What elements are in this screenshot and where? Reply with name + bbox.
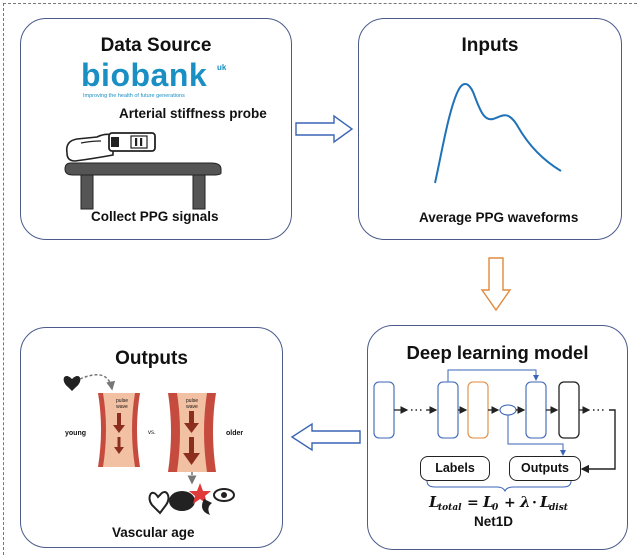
inputs-title: Inputs — [461, 35, 519, 56]
eye-icon — [213, 488, 235, 502]
data-source-panel: Data Source biobank uk Improving the hea… — [20, 18, 292, 240]
network-diagram: L total = L 0 + λ · L dist — [373, 369, 616, 513]
ppg-waveform — [434, 82, 562, 184]
svg-text:dist: dist — [549, 503, 569, 513]
layer-block-4 — [525, 381, 547, 439]
brain-icon — [169, 491, 195, 511]
svg-text:L: L — [482, 493, 494, 511]
svg-text:·: · — [532, 495, 537, 511]
data-source-caption: Collect PPG signals — [91, 209, 219, 224]
heart-to-vessel-arrow — [79, 374, 116, 391]
table-leg-right — [192, 174, 206, 210]
loss-equation: L total = L 0 + λ · L dist — [428, 493, 569, 513]
labels-box: Labels — [420, 456, 490, 481]
outer-dashed-frame — [3, 3, 637, 555]
loss-brace — [426, 480, 572, 493]
skip-connection — [447, 369, 539, 382]
table-top — [64, 162, 222, 176]
layer-block-2 — [437, 381, 459, 439]
outputs-panel: Outputs — [20, 327, 283, 548]
finger-probe-table-illustration — [64, 132, 222, 210]
hand-shape — [65, 133, 114, 162]
arrow-left-to-outputs — [290, 422, 361, 452]
inputs-caption: Average PPG waveforms — [419, 210, 579, 225]
svg-text:L: L — [428, 493, 440, 511]
probe-label: Arterial stiffness probe — [119, 106, 267, 121]
svg-text:0: 0 — [492, 503, 499, 513]
table-leg-left — [80, 174, 94, 210]
model-panel: Deep learning model — [367, 325, 628, 550]
svg-text:total: total — [438, 503, 462, 513]
young-label: young — [65, 430, 86, 437]
heart-icon — [63, 376, 81, 391]
model-name: Net1D — [474, 514, 514, 529]
layer-block-1 — [373, 381, 395, 439]
svg-text:=: = — [467, 495, 479, 511]
svg-text:λ: λ — [519, 493, 531, 511]
svg-text:L: L — [539, 493, 551, 511]
organ-icons — [148, 483, 235, 515]
arrow-right-to-inputs — [295, 114, 354, 144]
svg-text:+: + — [504, 495, 516, 511]
inputs-panel: Inputs Average PPG waveforms — [358, 18, 622, 240]
sum-node — [499, 404, 517, 416]
biobank-logo-text: biobank — [81, 57, 208, 93]
biobank-logo-tagline: Improving the health of future generatio… — [83, 93, 185, 99]
layer-block-5 — [558, 381, 580, 439]
model-title: Deep learning model — [406, 342, 589, 363]
kidney-icon — [202, 499, 212, 515]
final-connection — [580, 409, 616, 474]
pulse-wave-older-label: pulse wave — [186, 398, 198, 410]
heart-organ-icon — [148, 491, 170, 515]
output-branch — [507, 415, 566, 456]
outputs-box: Outputs — [509, 456, 581, 481]
biobank-logo: biobank uk Improving the health of futur… — [81, 57, 231, 101]
outputs-caption: Vascular age — [112, 525, 195, 540]
older-label: older — [226, 430, 244, 437]
outputs-title: Outputs — [115, 348, 188, 369]
arrow-down-to-model — [480, 257, 512, 312]
layer-block-3 — [467, 381, 489, 439]
vascular-age-illustration — [63, 374, 235, 515]
pulse-wave-young-label: pulse wave — [116, 398, 128, 410]
biobank-logo-suffix: uk — [217, 63, 227, 72]
vs-label: vs. — [148, 430, 156, 436]
alert-star-icon — [189, 483, 211, 504]
data-source-title: Data Source — [100, 35, 212, 56]
